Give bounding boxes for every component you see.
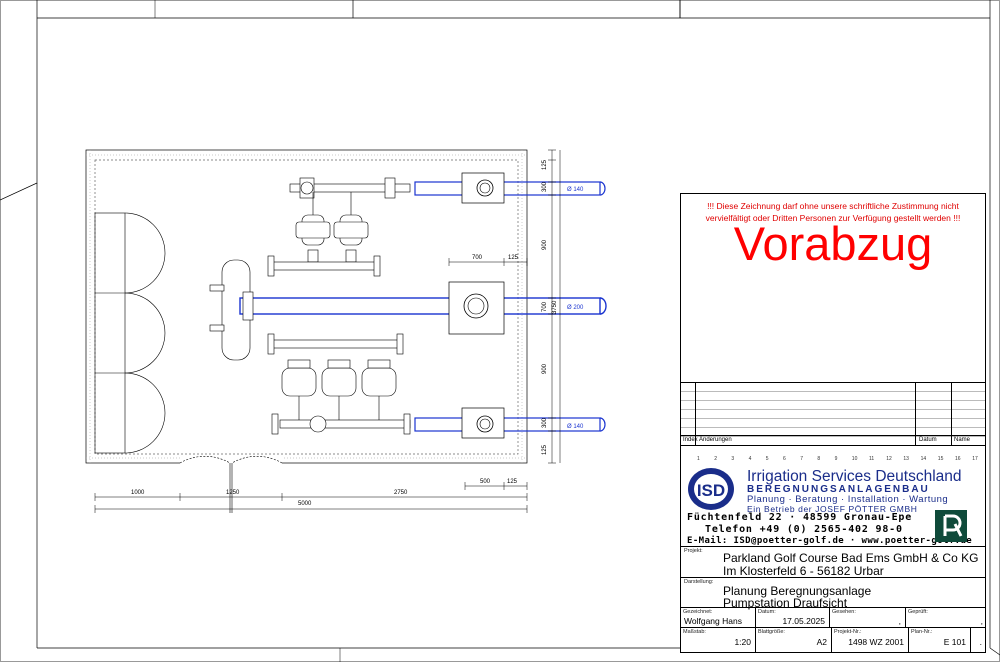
- project-section: Projekt: Parkland Golf Course Bad Ems Gm…: [681, 546, 985, 581]
- drawn-value: Wolfgang Hans: [684, 616, 742, 626]
- ruler-tick: 1: [697, 456, 700, 462]
- copyright-warning: !!! Diese Zeichnung darf ohne unsere sch…: [681, 200, 985, 224]
- isd-logo-icon: ISD: [688, 468, 734, 510]
- rev-col-changes: Änderungen: [699, 437, 732, 443]
- company-parent: Ein Betrieb der JOSEF PÖTTER GMBH: [747, 504, 918, 514]
- dim-bottom-r1: 125: [507, 479, 518, 485]
- revision-table: Index Änderungen Datum Name: [681, 382, 985, 446]
- pipe-top: Ø 140 300: [414, 172, 606, 204]
- sheet-value: A2: [816, 637, 827, 647]
- company-address: Füchtenfeld 22 · 48599 Gronau-Epe: [687, 512, 913, 523]
- pump-assembly: [209, 177, 411, 435]
- seen-label: Gesehen:: [832, 609, 856, 615]
- ruler-tick: 6: [783, 456, 786, 462]
- drawn-label: Gezeichnet:: [683, 609, 713, 615]
- scale-label: Maßstab:: [683, 629, 706, 635]
- pipe-top-label: Ø 140: [567, 187, 584, 193]
- display-section: Darstellung: Planung Beregnungsanlage Pu…: [681, 577, 985, 610]
- projno-value: 1498 WZ 2001: [848, 637, 904, 647]
- ruler-tick: 2: [714, 456, 717, 462]
- project-line-2: Im Klosterfeld 6 - 56182 Urbar: [723, 564, 884, 578]
- dim-top-chain: [448, 258, 528, 266]
- checked-label: Geprüft:: [908, 609, 928, 615]
- draft-stamp: Vorabzug: [733, 217, 933, 270]
- ruler-tick: 3: [731, 456, 735, 462]
- ruler-tick: 15: [937, 456, 944, 462]
- pipe-middle-label: Ø 200: [567, 305, 584, 311]
- warning-line-2: vervielfältigt oder Dritten Personen zur…: [705, 213, 961, 223]
- ruler-tick: 14: [920, 456, 927, 462]
- dim-bottom-2: 2750: [394, 490, 408, 496]
- signature-row: Gezeichnet: Wolfgang Hans Datum: 17.05.2…: [681, 607, 985, 627]
- ruler-tick: 9: [834, 456, 838, 462]
- display-line-2: Pumpstation Draufsicht: [723, 596, 848, 610]
- planno-extra: .: [979, 637, 982, 647]
- checked-value: ,: [980, 616, 983, 626]
- planno-label: Plan-Nr.:: [911, 629, 933, 635]
- company-services: Planung · Beratung · Installation · Wart…: [747, 494, 949, 505]
- ruler-tick: 7: [800, 456, 803, 462]
- ruler-tick: 8: [817, 456, 821, 462]
- poetter-logo-icon: [935, 510, 967, 542]
- building-walls: [85, 149, 528, 464]
- ruler-tick: 4: [748, 456, 752, 462]
- pipe-bottom: Ø 140 300: [414, 407, 606, 439]
- dim-bottom-chain: [94, 482, 528, 513]
- sheet-label: Blattgröße:: [758, 629, 785, 635]
- warning-line-1: !!! Diese Zeichnung darf ohne unsere sch…: [707, 201, 959, 211]
- pipe-middle: Ø 200 700: [239, 281, 607, 335]
- pipe-bottom-dim: 300: [542, 417, 548, 428]
- projno-label: Projekt-Nr.:: [834, 629, 862, 635]
- dim-right-3: 900: [542, 363, 548, 374]
- company-name: Irrigation Services Deutschland: [747, 468, 962, 485]
- dim-bottom-0: 1000: [131, 490, 145, 496]
- dim-bottom-r0: 500: [480, 479, 491, 485]
- ruler-tick: 11: [869, 456, 875, 462]
- display-label: Darstellung:: [684, 579, 714, 585]
- project-line-1: Parkland Golf Course Bad Ems GmbH & Co K…: [723, 551, 979, 565]
- rev-col-name: Name: [954, 437, 971, 443]
- ruler-tick: 12: [886, 456, 892, 462]
- pipe-top-dim: 300: [542, 181, 548, 192]
- ruler-tick: 10: [851, 456, 858, 462]
- dim-right-0: 125: [542, 159, 548, 170]
- seen-value: ,: [898, 616, 901, 626]
- company-logo-block: ISD Irrigation Services Deutschland BERE…: [687, 464, 981, 544]
- date-value: 17.05.2025: [782, 616, 825, 626]
- ruler-tick: 17: [972, 456, 978, 462]
- control-cabinets: [94, 212, 166, 454]
- dim-bottom-total: 5000: [298, 501, 312, 507]
- dim-right-4: 125: [542, 444, 548, 455]
- rev-col-index: Index: [683, 437, 698, 443]
- pipe-bottom-label: Ø 140: [567, 424, 584, 430]
- ruler-tick: 16: [955, 456, 961, 462]
- revision-header: Index Änderungen Datum Name: [681, 435, 985, 445]
- title-block: !!! Diese Zeichnung darf ohne unsere sch…: [680, 193, 986, 653]
- plan-info-row: Maßstab: 1:20 Blattgröße: A2 Projekt-Nr.…: [681, 627, 985, 653]
- dim-right-1: 900: [542, 239, 548, 250]
- pipe-middle-dim: 700: [542, 301, 548, 312]
- ruler-tick: 13: [903, 456, 909, 462]
- ruler-tick: 5: [765, 456, 769, 462]
- company-email: E-Mail: ISD@poetter-golf.de · www.poette…: [687, 536, 973, 546]
- scale-value: 1:20: [734, 637, 751, 647]
- company-phone: Telefon +49 (0) 2565-402 98-0: [705, 524, 903, 535]
- dim-right-2: 3750: [552, 300, 558, 314]
- dim-bottom-1: 1250: [226, 490, 240, 496]
- dim-top-1: 125: [508, 255, 519, 261]
- display-line-1: Planung Beregnungsanlage: [723, 584, 872, 598]
- dim-top-0: 700: [472, 255, 483, 261]
- project-label: Projekt:: [684, 548, 703, 554]
- date-label: Datum:: [758, 609, 776, 615]
- door-opening: [179, 456, 283, 513]
- planno-value: E 101: [943, 637, 966, 647]
- rev-col-date: Datum: [919, 437, 937, 443]
- company-subtitle: BEREGNUNGSANLAGENBAU: [747, 484, 930, 495]
- dim-chain-right: [548, 149, 561, 464]
- isd-logo-text: ISD: [697, 481, 725, 500]
